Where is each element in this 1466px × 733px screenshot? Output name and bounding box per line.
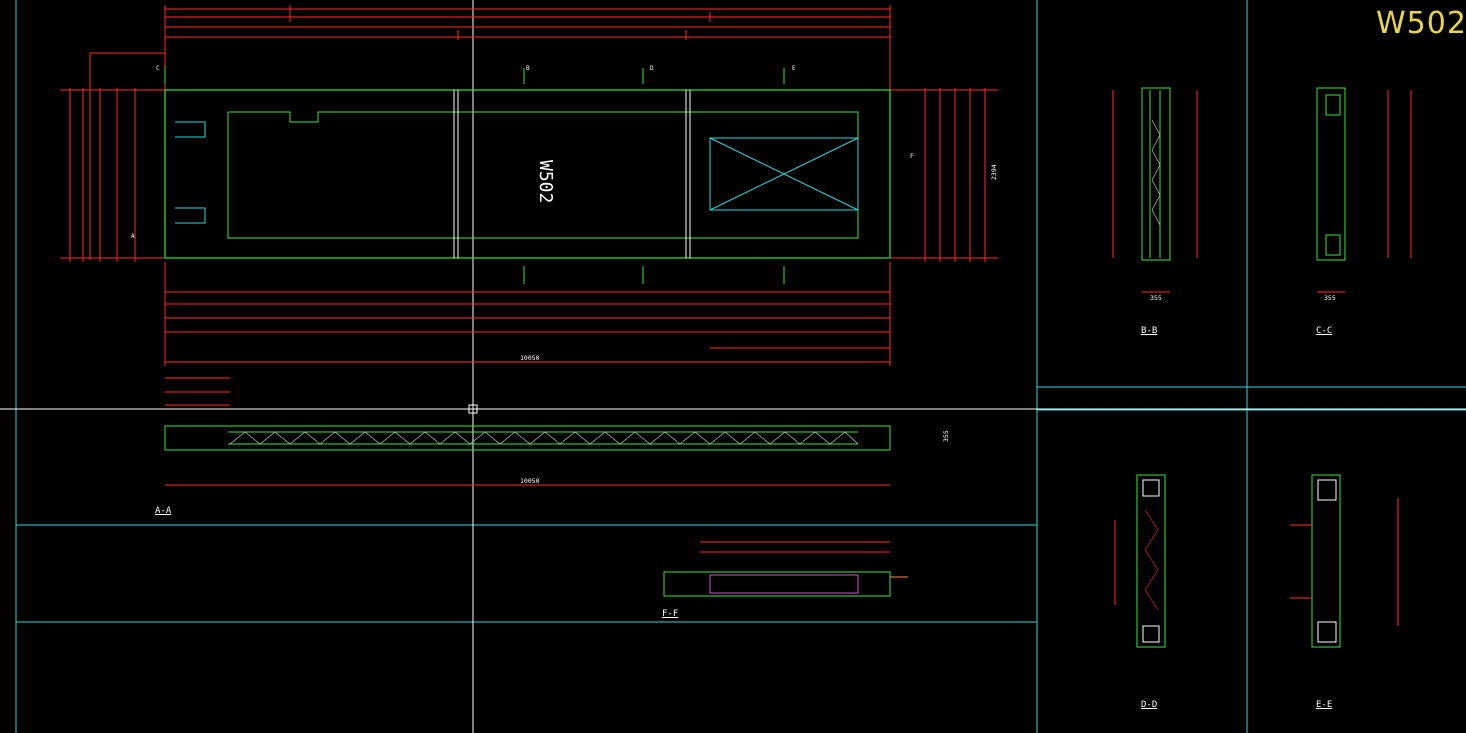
height-dimension: 2394 (990, 164, 998, 180)
marker-e-top: E (792, 65, 796, 72)
marker-a-left: A (131, 233, 135, 240)
section-label-cc: C-C (1316, 326, 1333, 336)
section-label-ff: F-F (662, 609, 679, 619)
right-dimension-chains (890, 88, 998, 262)
left-dimension-chains (60, 88, 165, 262)
section-dd-drawing[interactable] (1114, 474, 1166, 648)
sheet-frame (15, 0, 1466, 733)
drawing-id-title: W502 (1376, 6, 1466, 41)
section-label-aa: A-A (155, 506, 172, 516)
section-aa-drawing[interactable] (164, 377, 891, 486)
section-ee-drawing[interactable] (1290, 474, 1399, 648)
marker-b-top: B (526, 65, 530, 72)
section-label-ee: E-E (1316, 700, 1333, 710)
section-aa-length-dimension: 10050 (520, 477, 540, 485)
section-bb-drawing[interactable] (1112, 87, 1198, 293)
top-dimension-chains (89, 5, 891, 260)
section-cc-drawing[interactable] (1316, 87, 1412, 293)
total-length-dimension: 10050 (520, 354, 540, 362)
marker-d-top: D (650, 65, 654, 72)
panel-elevation[interactable] (164, 89, 891, 259)
section-label-dd: D-D (1141, 700, 1158, 710)
section-ff-drawing[interactable] (663, 541, 908, 597)
marker-f-right: F (910, 153, 914, 160)
thickness-aa-dimension: 355 (942, 430, 950, 442)
thickness-cc-dimension: 355 (1324, 294, 1336, 302)
panel-mark-label: W502 (535, 160, 556, 203)
section-markers (164, 66, 785, 284)
section-label-bb: B-B (1141, 326, 1158, 336)
thickness-bb-dimension: 355 (1150, 294, 1162, 302)
bottom-dimension-chains (164, 262, 891, 366)
marker-c-top: C (156, 65, 160, 72)
